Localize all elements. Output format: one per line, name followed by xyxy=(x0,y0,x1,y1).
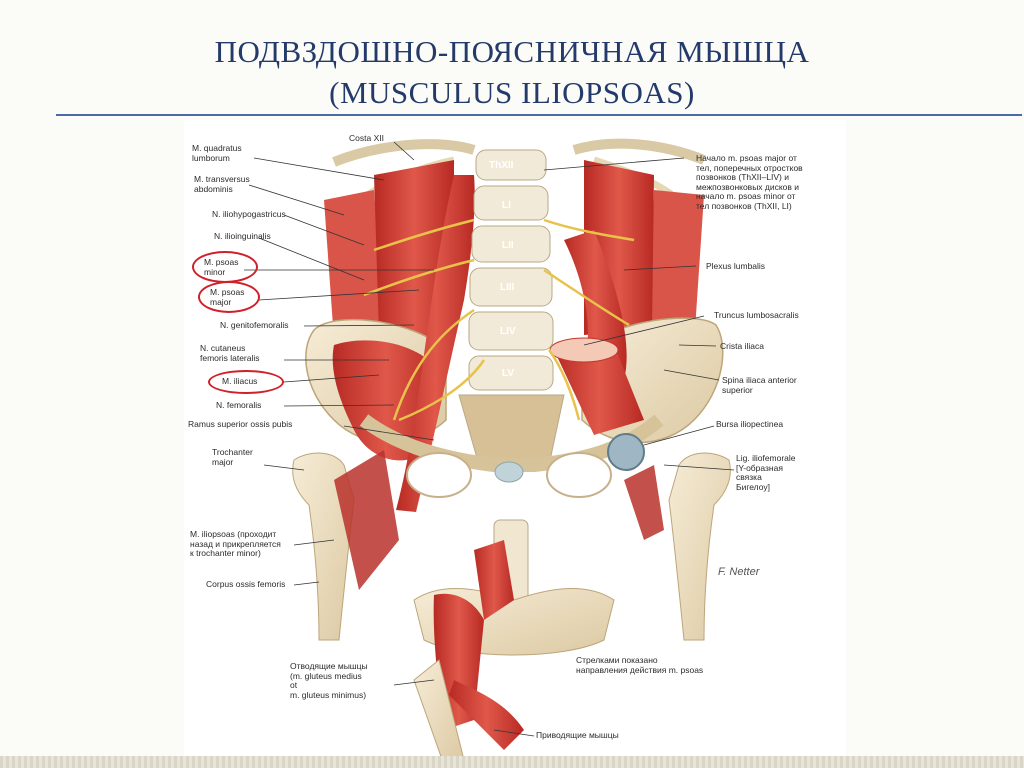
inset-figure xyxy=(413,519,615,766)
label-lig-iliofemorale: Lig. iliofemorale [Y-образная связка Биг… xyxy=(736,453,796,492)
label-plexus-lumbalis: Plexus lumbalis xyxy=(706,261,766,271)
label-m-iliopsoas-note: M. iliopsoas (проходит назад и прикрепля… xyxy=(190,529,281,558)
femurs xyxy=(292,450,731,641)
label-psoas-origin-note: Начало m. psoas major от тел, поперечных… xyxy=(696,153,803,211)
label-corpus-ossis-femoris: Corpus ossis femoris xyxy=(206,579,286,589)
vertebra-labels: ThXII LI LII LIII LIV LV xyxy=(489,160,516,379)
label-abductor-muscles: Отводящие мышцы (m. gluteus medius ot m.… xyxy=(290,661,368,700)
highlight-ring-psoas-major xyxy=(198,281,260,313)
label-n-iliohypogastricus: N. iliohypogastricus xyxy=(212,209,286,219)
label-adductor-muscles: Приводящие мышцы xyxy=(536,730,619,740)
label-n-femoralis: N. femoralis xyxy=(216,400,262,410)
label-truncus-lumbosacralis: Truncus lumbosacralis xyxy=(714,310,799,320)
lumbar-spine xyxy=(458,149,565,466)
label-n-ilioinguinalis: N. ilioinguinalis xyxy=(214,231,271,241)
label-spina-iliaca: Spina iliaca anterior superior xyxy=(722,375,797,395)
label-n-cutaneus-femoris: N. cutaneus femoris lateralis xyxy=(200,343,260,363)
anatomy-illustration: ThXII LI LII LIII LIV LV F. Netter M. qu… xyxy=(184,120,846,766)
label-arrows-note: Стрелками показано направления действия … xyxy=(576,655,704,675)
vertebra-label-thxii: ThXII xyxy=(489,160,514,171)
iliacus-left xyxy=(332,340,439,461)
title-underline xyxy=(56,114,1022,116)
bursa-iliopectinea xyxy=(607,433,645,471)
lumbar-plexus-nerves xyxy=(363,218,635,422)
slide-bottom-band xyxy=(0,756,1024,768)
label-bursa-iliopectinea: Bursa iliopectinea xyxy=(716,419,784,429)
label-trochanter-major: Trochanter major xyxy=(212,447,253,467)
vertebra-label-lii: LII xyxy=(502,240,514,251)
lateral-abdominal-muscles xyxy=(324,190,704,345)
label-ramus-superior: Ramus superior ossis pubis xyxy=(188,419,293,429)
label-costa-xii: Costa XII xyxy=(349,133,384,143)
label-crista-iliaca: Crista iliaca xyxy=(720,341,764,351)
vertebra-label-liii: LIII xyxy=(500,282,515,293)
label-quadratus-lumborum: M. quadratus lumborum xyxy=(192,143,242,163)
slide-title-line-1: ПОДВЗДОШНО-ПОЯСНИЧНАЯ МЫШЦА xyxy=(214,34,810,69)
highlight-ring-iliacus xyxy=(208,370,284,394)
anatomy-drawing: ThXII LI LII LIII LIV LV F. Netter xyxy=(244,138,761,766)
vertebra-label-liv: LIV xyxy=(500,326,516,337)
highlight-ring-psoas-minor xyxy=(192,251,258,283)
artist-signature: F. Netter xyxy=(718,566,761,578)
slide-title-line-2: (MUSCULUS ILIOPSOAS) xyxy=(329,75,695,110)
vertebra-label-li: LI xyxy=(502,200,511,211)
label-transversus-abdominis: M. transversus abdominis xyxy=(194,174,250,194)
label-n-genitofemoralis: N. genitofemoralis xyxy=(220,320,289,330)
vertebra-label-lv: LV xyxy=(502,368,514,379)
leader-lines xyxy=(244,141,735,737)
